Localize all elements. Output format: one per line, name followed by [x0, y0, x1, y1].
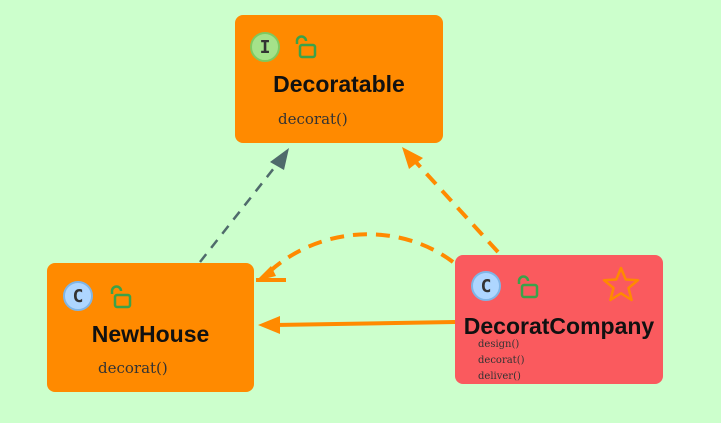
class-icon: C [63, 281, 93, 311]
unlock-icon [110, 285, 132, 309]
edge-decoratcompany-newhouse-curve [256, 232, 455, 282]
unlock-icon [517, 275, 539, 299]
method: decorat() [478, 355, 525, 366]
method: design() [478, 339, 520, 350]
method: decorat() [278, 110, 348, 128]
class-name: Decoratable [273, 71, 405, 97]
method: deliver() [478, 371, 521, 382]
node-decoratcompany[interactable]: C DecoratCompany design() decorat() deli… [455, 255, 663, 384]
node-decoratable[interactable]: I Decoratable decorat() [235, 15, 443, 143]
node-newhouse[interactable]: C NewHouse decorat() [47, 263, 254, 392]
edge-decoratcompany-decoratable [402, 147, 500, 254]
class-name: DecoratCompany [463, 313, 655, 339]
interface-icon: I [250, 32, 280, 62]
star-icon [602, 266, 640, 302]
method: decorat() [98, 359, 168, 377]
unlock-icon [295, 35, 317, 59]
edge-newhouse-decoratable [199, 148, 289, 263]
edge-decoratcompany-newhouse-solid [258, 316, 456, 334]
class-name: NewHouse [91, 321, 210, 347]
class-icon: C [471, 271, 501, 301]
